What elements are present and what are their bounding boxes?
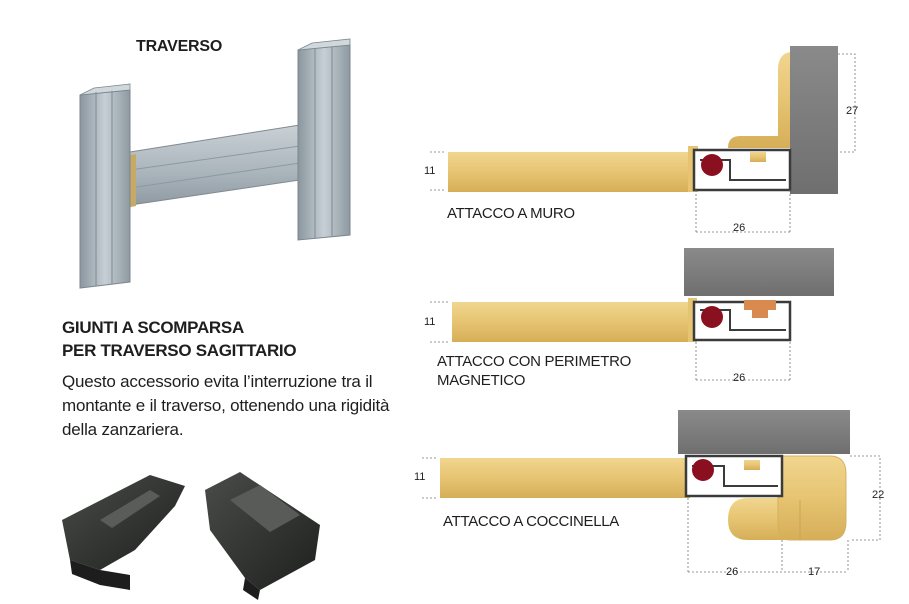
section-coccinella-drawing [420,410,881,573]
dim-coccinella-extra: 17 [808,566,821,578]
label-perimetro-line-2: MAGNETICO [437,372,526,389]
label-attacco-perimetro: ATTACCO CON PERIMETRO MAGNETICO [437,352,631,390]
joint-accessory-left [62,475,185,590]
dim-muro-wall: 27 [846,105,859,117]
joint-accessory-right [205,472,320,600]
label-perimetro-line-1: ATTACCO CON PERIMETRO [437,353,631,370]
traverso-title: TRAVERSO [136,38,223,55]
heading-line-2: PER TRAVERSO SAGITTARIO [62,341,297,360]
dim-coccinella-side: 22 [872,489,885,501]
label-attacco-coccinella: ATTACCO A COCCINELLA [443,513,619,530]
description: Questo accessorio evita l’interruzione t… [62,370,402,442]
dim-muro-width: 26 [733,222,746,234]
label-attacco-muro: ATTACCO A MURO [447,205,575,222]
heading: GIUNTI A SCOMPARSA PER TRAVERSO SAGITTAR… [62,316,297,362]
dim-perimetro-width: 26 [733,372,746,384]
section-muro-drawing [430,46,856,233]
section-perimetro-drawing [430,248,834,381]
description-line-3: della zanzariera. [62,420,184,439]
dim-muro-height: 11 [424,165,436,177]
dim-perimetro-height: 11 [424,316,436,328]
dim-coccinella-width: 26 [726,566,739,578]
description-line-2: montante e il traverso, ottenendo una ri… [62,396,390,415]
heading-line-1: GIUNTI A SCOMPARSA [62,318,244,337]
dim-coccinella-height: 11 [414,471,426,483]
description-line-1: Questo accessorio evita l’interruzione t… [62,372,373,391]
traverso-illustration [79,38,351,289]
